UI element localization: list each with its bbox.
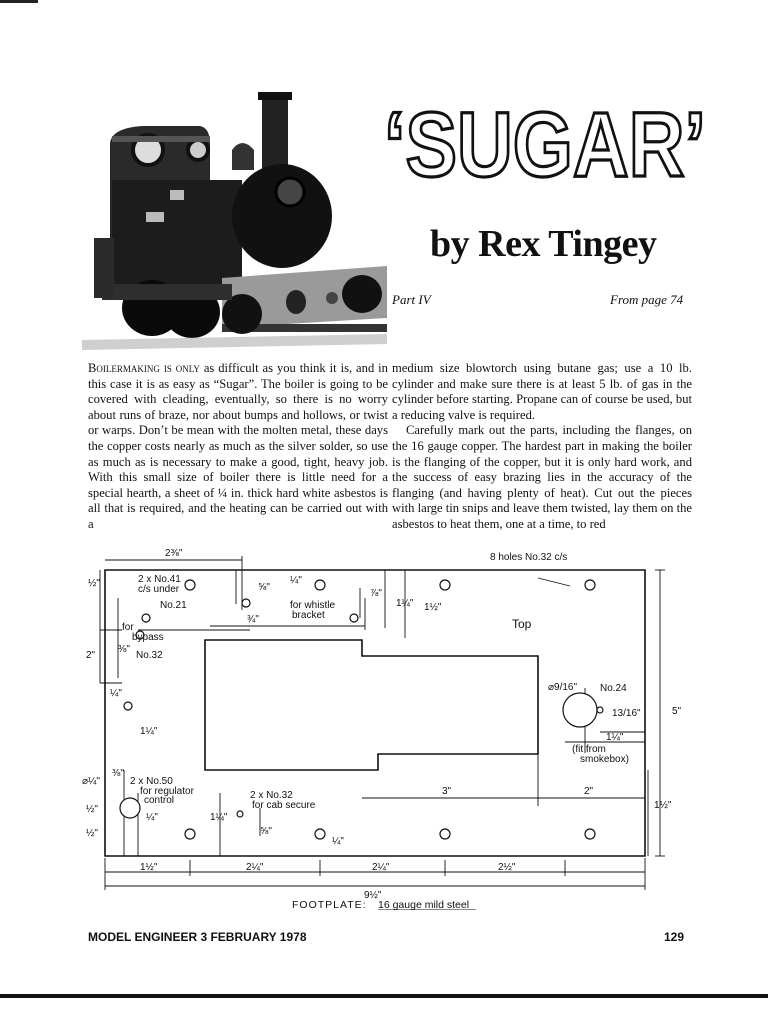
label-fit: (fit from <box>572 744 606 755</box>
body-column-1: Boilermaking is only as difficult as you… <box>88 361 388 533</box>
label-bracket: bracket <box>292 610 325 621</box>
dim: ⅞" <box>370 588 382 599</box>
dim: ¼" <box>290 574 302 586</box>
dim: 5" <box>672 706 682 717</box>
dim: ½" <box>86 804 98 815</box>
dim: ⅝" <box>258 582 270 593</box>
dim: 1½" <box>140 862 158 873</box>
dim: 2" <box>86 650 96 661</box>
dim: 2⅜" <box>165 548 183 559</box>
dim: 1¼" <box>210 811 228 823</box>
label-holes: 8 holes No.32 c/s <box>490 552 567 563</box>
label-no41: 2 x No.41 <box>138 574 181 585</box>
page-number: 129 <box>664 930 685 944</box>
article-title: ‘SUGAR’ <box>382 92 707 190</box>
dim: ¾" <box>247 614 259 625</box>
caption-material: 16 gauge mild steel <box>378 899 469 910</box>
label-regulator: for regulator <box>140 786 195 797</box>
body-column-2: medium size blowtorch using butane gas; … <box>392 361 692 533</box>
label-top: Top <box>512 617 532 631</box>
dim: ⅜" <box>118 644 130 655</box>
dim: 1¼" <box>606 731 624 743</box>
label-control: control <box>144 795 174 806</box>
dim: ½" <box>88 578 100 589</box>
part-number: Part IV <box>392 292 431 307</box>
paragraph: Carefully mark out the parts, including … <box>392 423 692 531</box>
lead-in: Boilermaking is only <box>88 361 200 375</box>
bottom-rule <box>0 994 768 998</box>
dim: 2½" <box>498 862 516 873</box>
label-bypass: bypass <box>132 632 164 643</box>
label-cab: for cab secure <box>252 800 316 811</box>
label-no32: No.32 <box>136 650 163 661</box>
label-whistle: for whistle <box>290 600 335 611</box>
dim: 2¼" <box>372 861 390 873</box>
dim: ⅝" <box>260 826 272 837</box>
label-for: for <box>122 622 134 633</box>
article-title-text: ‘SUGAR’ <box>384 94 706 190</box>
dim: ⌀9/16" <box>548 682 577 693</box>
magazine-footer: MODEL ENGINEER 3 FEBRUARY 1978 <box>88 930 307 944</box>
label-csunder: c/s under <box>138 584 180 595</box>
paragraph: as difficult as you think it is, and in … <box>88 361 388 531</box>
label-no21: No.21 <box>160 600 187 611</box>
dim: 2¼" <box>246 861 264 873</box>
dim: ½" <box>86 828 98 839</box>
paragraph: medium size blowtorch using butane gas; … <box>392 361 692 422</box>
locomotive-photo <box>82 88 387 356</box>
label-no32-cab: 2 x No.32 <box>250 790 293 801</box>
dim: 1½" <box>654 800 672 811</box>
dim: 9½" <box>364 890 382 901</box>
footplate-drawing: 8 holes No.32 c/s 2 x No.41 c/s under No… <box>82 548 682 910</box>
dim: ¼" <box>146 811 158 823</box>
dim: ⌀¼" <box>82 775 100 787</box>
dim: ¼" <box>332 835 344 847</box>
dim: 1½" <box>424 602 442 613</box>
dim: ⅜" <box>112 768 124 779</box>
dim: 13/16" <box>612 708 641 719</box>
caption-label: FOOTPLATE: <box>292 899 367 910</box>
dim: 3" <box>442 786 452 797</box>
label-no50: 2 x No.50 <box>130 776 173 787</box>
page-corner-mark <box>0 0 38 3</box>
dim: ¼" <box>110 687 122 699</box>
continued-from: From page 74 <box>610 292 684 307</box>
dim: 1¼" <box>396 597 414 609</box>
dim: 2" <box>584 786 594 797</box>
label-smokebox: smokebox) <box>580 754 629 765</box>
dim: 1¼" <box>140 725 158 737</box>
label-no24: No.24 <box>600 683 627 694</box>
byline: by Rex Tingey <box>430 223 657 265</box>
